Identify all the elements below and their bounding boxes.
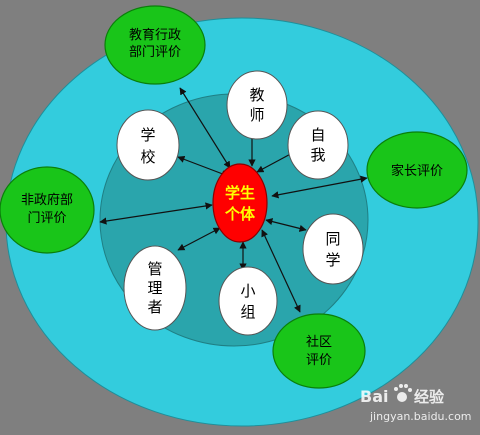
svg-text:自: 自 (310, 126, 325, 144)
svg-text:组: 组 (240, 303, 255, 321)
svg-text:学生: 学生 (225, 184, 255, 202)
arrow-to-community (261, 229, 301, 313)
svg-text:同: 同 (325, 230, 340, 248)
node-parents: 家长评价 (366, 131, 468, 209)
node-education-dept: 教育行政 部门评价 (104, 5, 206, 85)
node-admin: 管 理 者 (123, 245, 187, 331)
svg-text:教: 教 (249, 86, 264, 104)
svg-text:评价: 评价 (306, 353, 332, 368)
svg-text:社区: 社区 (306, 334, 332, 350)
node-ngo: 非政府部 门评价 (0, 166, 95, 254)
node-school: 学 校 (116, 109, 180, 181)
svg-text:理: 理 (147, 279, 162, 297)
node-community: 社区 评价 (272, 313, 366, 389)
svg-text:校: 校 (140, 148, 155, 166)
node-self: 自 我 (287, 110, 349, 180)
svg-text:教育行政: 教育行政 (129, 27, 181, 43)
node-group: 小 组 (218, 266, 278, 336)
svg-text:者: 者 (147, 298, 162, 316)
svg-text:非政府部: 非政府部 (21, 193, 73, 208)
arrow-to-ngo (99, 202, 213, 225)
paw-icon (394, 384, 412, 402)
node-peers: 同 学 (302, 213, 364, 285)
svg-text:小: 小 (240, 282, 255, 300)
watermark: Bai 经验 jingyan.baidu.com (360, 384, 472, 423)
svg-text:我: 我 (310, 146, 325, 164)
svg-text:师: 师 (249, 106, 264, 124)
svg-text:个体: 个体 (224, 205, 256, 223)
svg-text:部门评价: 部门评价 (129, 45, 181, 60)
svg-text:学: 学 (140, 126, 155, 144)
watermark-brand: Bai (360, 387, 388, 406)
node-teacher: 教 师 (226, 70, 288, 140)
watermark-url: jingyan.baidu.com (369, 410, 472, 423)
arrow-to-admin (177, 227, 221, 251)
node-student-center: 学生 个体 (212, 163, 268, 243)
svg-text:学: 学 (325, 251, 340, 269)
arrow-to-parents (271, 175, 368, 199)
svg-text:门评价: 门评价 (27, 211, 66, 226)
svg-text:管: 管 (147, 260, 162, 278)
arrow-to-education-dept (179, 87, 231, 169)
svg-text:家长评价: 家长评价 (391, 163, 443, 179)
connector-arrows (99, 87, 368, 313)
watermark-brand2: 经验 (414, 388, 445, 406)
arrow-to-peers (265, 218, 307, 232)
